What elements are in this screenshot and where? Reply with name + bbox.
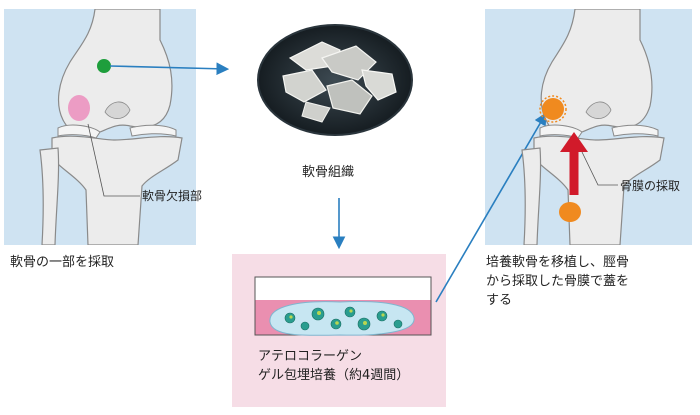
culture-well [254, 276, 432, 336]
arrow-culture-to-implant [435, 112, 547, 303]
arrow-harvest-to-tissue [109, 62, 230, 76]
transplant-caption-line2: から採取した骨膜で蓋を [486, 274, 630, 289]
cartilage-defect-spot [68, 95, 90, 121]
culture-caption-line2: ゲル包埋培養（約4週間） [258, 368, 410, 383]
cartilage-tissue-photo [257, 24, 413, 136]
left-knee-illustration [39, 9, 183, 245]
periosteum-label: 骨膜の採取 [620, 179, 681, 193]
implant-site [539, 95, 567, 123]
defect-label: 軟骨欠損部 [142, 189, 203, 203]
harvest-caption: 軟骨の一部を採取 [10, 255, 115, 270]
harvest-site-dot [97, 59, 111, 73]
transplant-caption-line3: する [486, 293, 513, 308]
defect-leader-line [87, 123, 140, 197]
transplant-caption-line1: 培養軟骨を移植し、脛骨 [486, 255, 630, 270]
periosteum-harvest-site [559, 202, 581, 222]
periosteum-leader-line [581, 151, 618, 186]
tissue-caption: 軟骨組織 [302, 165, 355, 180]
right-knee-illustration [521, 9, 665, 245]
culture-caption-line1: アテロコラーゲン [258, 349, 363, 364]
